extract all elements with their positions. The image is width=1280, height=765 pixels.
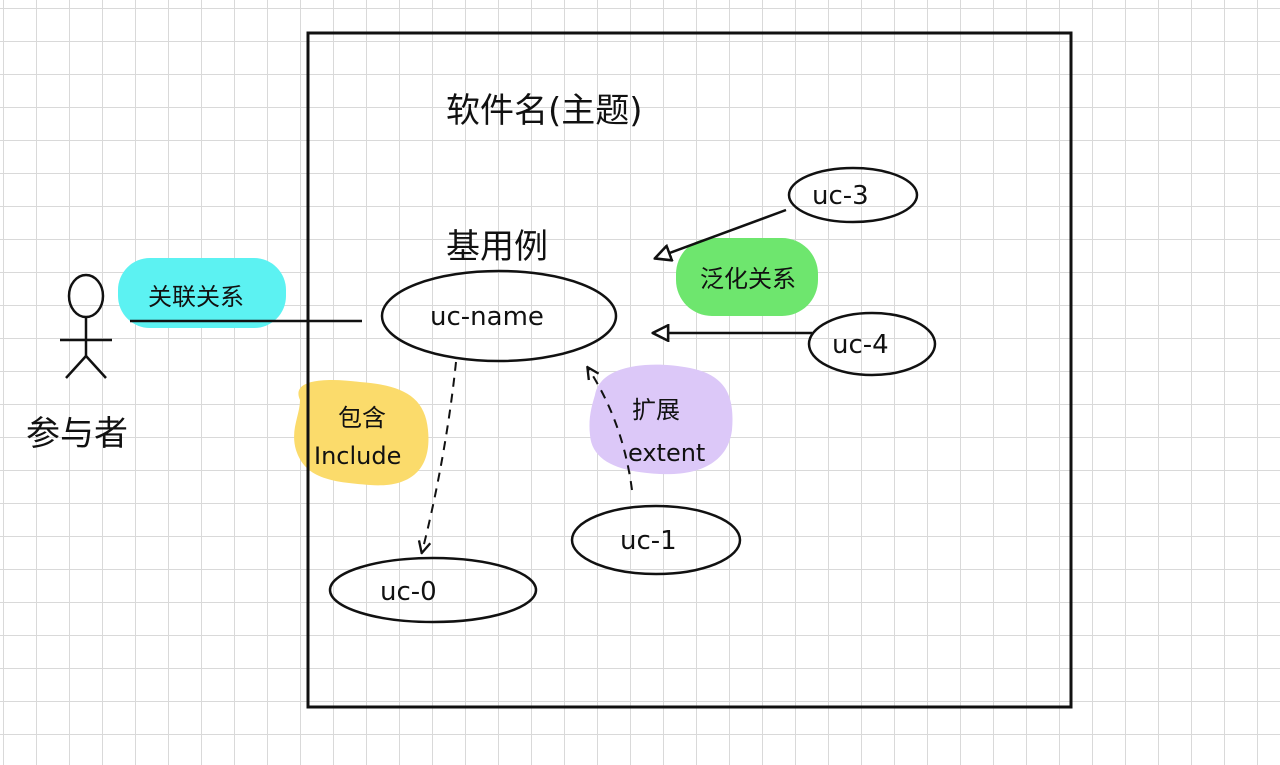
extend-highlight <box>589 364 733 475</box>
generalization-label: 泛化关系 <box>700 265 796 293</box>
include-label-en: Include <box>314 442 401 470</box>
include-label-cn: 包含 <box>338 404 386 432</box>
generalization-highlight <box>676 238 818 316</box>
use-case-uc4 <box>807 311 937 377</box>
use-case-uc0-label: uc-0 <box>380 577 437 607</box>
actor-label: 参与者 <box>26 414 128 454</box>
base-use-case-label: 基用例 <box>446 227 548 267</box>
use-case-uc1 <box>570 504 742 576</box>
use-case-uc4-label: uc-4 <box>832 330 889 360</box>
association-label: 关联关系 <box>148 283 244 311</box>
system-boundary <box>306 31 1073 709</box>
extend-label-cn: 扩展 <box>632 396 680 424</box>
use-case-uc0 <box>328 556 538 624</box>
use-case-main <box>380 269 618 363</box>
use-case-uc3-label: uc-3 <box>812 181 869 211</box>
include-arrow <box>422 361 457 552</box>
extend-label-en: extent <box>628 439 705 467</box>
use-case-uc1-label: uc-1 <box>620 526 677 556</box>
actor-figure <box>60 273 112 379</box>
generalization-arrow-uc3 <box>656 208 787 258</box>
actor-head <box>67 273 105 319</box>
actor-left-leg <box>65 355 87 379</box>
association-highlight <box>118 258 286 328</box>
actor-right-leg <box>85 355 107 379</box>
include-highlight <box>294 379 429 486</box>
system-title: 软件名(主题) <box>446 91 643 131</box>
use-case-main-label: uc-name <box>430 302 544 332</box>
use-case-uc3 <box>787 166 919 224</box>
extend-arrow <box>588 368 633 491</box>
